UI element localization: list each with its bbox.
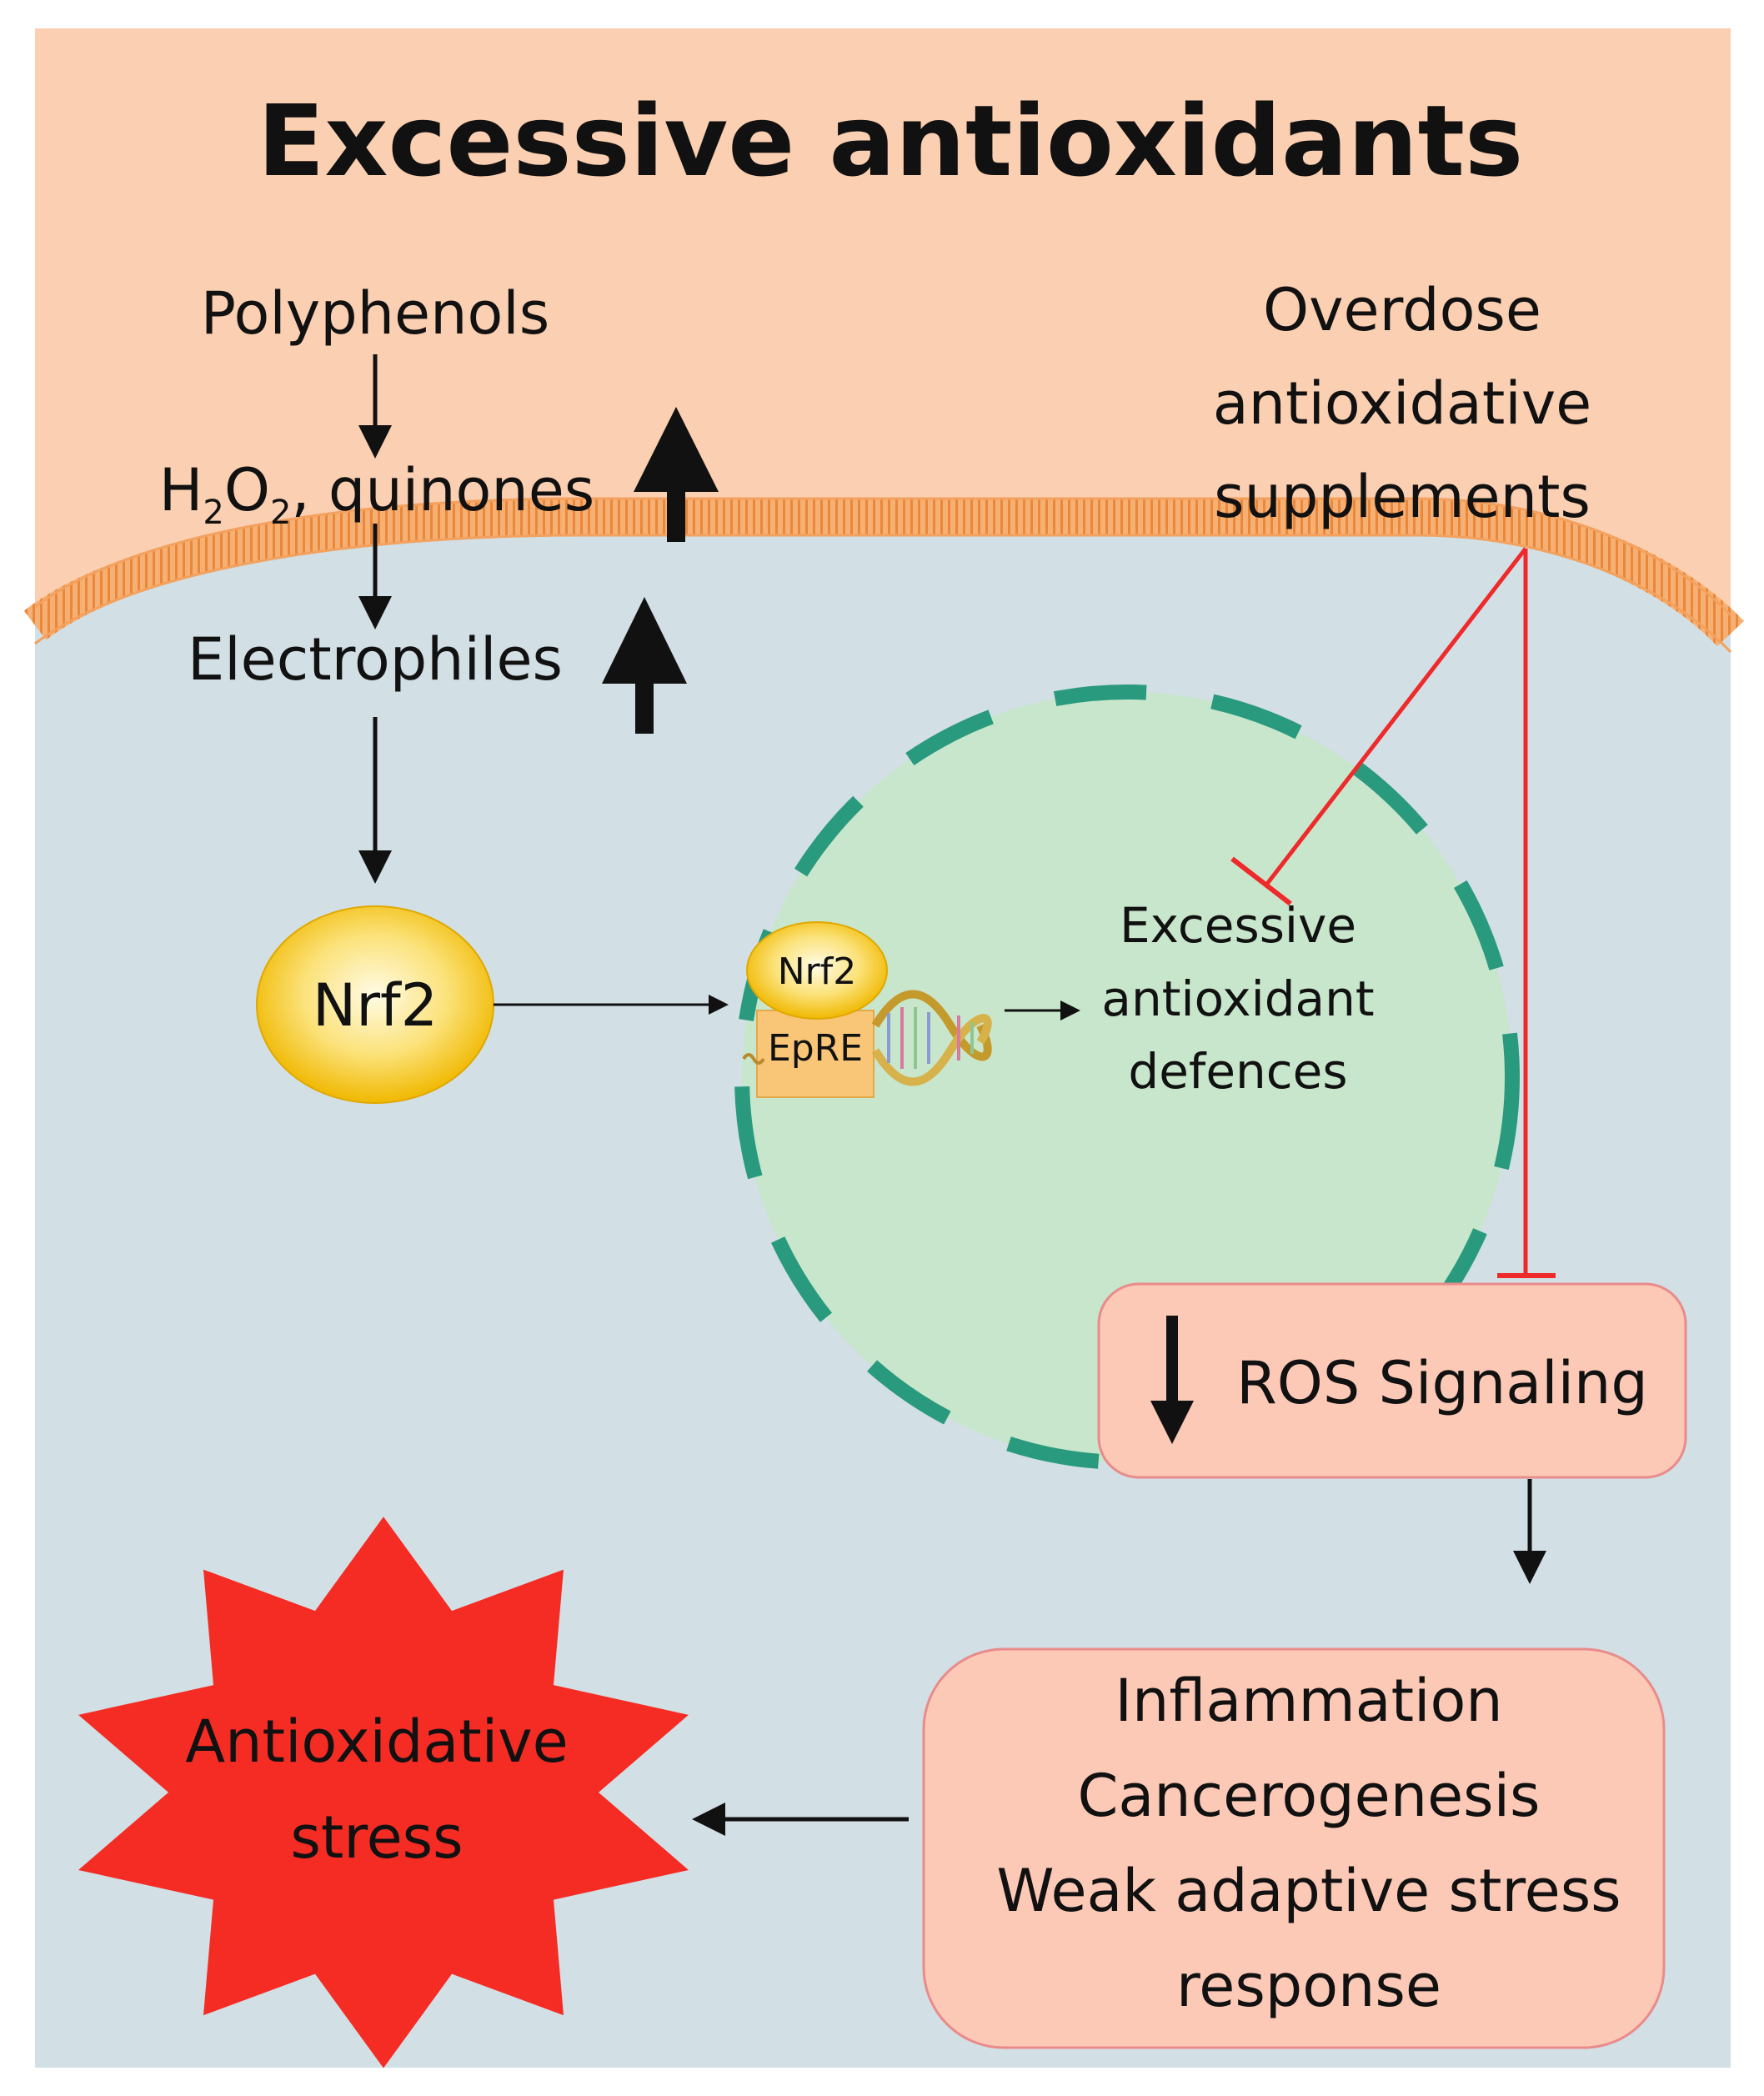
nrf2-label: Nrf2 bbox=[313, 971, 438, 1040]
h-symbol: H bbox=[159, 456, 203, 524]
subscript-2a: 2 bbox=[203, 494, 223, 532]
cell-membrane-outer-line bbox=[34, 497, 1732, 617]
antioxidative-stress-star-icon bbox=[78, 1517, 689, 2068]
overdose-line-1: Overdose bbox=[1263, 276, 1541, 344]
stress-line-1: Antioxidative bbox=[185, 1707, 568, 1776]
decrease-arrow-icon bbox=[1150, 1316, 1194, 1444]
inhibit-line-ros bbox=[1497, 549, 1556, 1278]
ros-signaling-box bbox=[1097, 1282, 1687, 1479]
increase-arrow-icon-lower bbox=[602, 597, 687, 734]
outcome-response: response bbox=[1176, 1952, 1441, 2020]
nrf2-nuclear-icon bbox=[746, 921, 888, 1020]
o-symbol: O bbox=[224, 456, 270, 524]
electrophiles-label: Electrophiles bbox=[188, 625, 563, 694]
defences-line-2: antioxidant bbox=[1101, 970, 1374, 1027]
stress-line-2: stress bbox=[290, 1803, 463, 1872]
increase-arrow-icon-upper bbox=[634, 407, 719, 542]
outcome-weak-adaptive: Weak adaptive stress bbox=[996, 1857, 1621, 1925]
defences-line-1: Excessive bbox=[1120, 897, 1356, 954]
nucleus bbox=[734, 684, 1520, 1470]
quinones-text: , quinones bbox=[291, 456, 594, 524]
overdose-line-2: antioxidative bbox=[1213, 369, 1591, 438]
outcomes-box bbox=[922, 1647, 1666, 2049]
ros-signaling-label: ROS Signaling bbox=[1236, 1349, 1648, 1417]
dna-helix-icon bbox=[742, 990, 992, 1086]
outcome-inflammation: Inflammation bbox=[1115, 1667, 1502, 1735]
cell-membrane bbox=[23, 499, 1744, 647]
inhibit-line-defences bbox=[1230, 547, 1527, 906]
epre-label: EpRE bbox=[768, 1027, 863, 1070]
outcome-cancerogenesis: Cancerogenesis bbox=[1077, 1762, 1540, 1830]
polyphenols-label: Polyphenols bbox=[201, 279, 549, 348]
h2o2-quinones-label: H2O2, quinones bbox=[159, 456, 595, 532]
page-title: Excessive antioxidants bbox=[258, 83, 1524, 198]
subscript-2b: 2 bbox=[270, 494, 291, 532]
defences-line-3: defences bbox=[1128, 1043, 1347, 1100]
overdose-line-3: supplements bbox=[1214, 463, 1591, 531]
nrf2-nuclear-label: Nrf2 bbox=[778, 950, 857, 993]
cell-membrane-inner-line bbox=[34, 534, 1732, 654]
